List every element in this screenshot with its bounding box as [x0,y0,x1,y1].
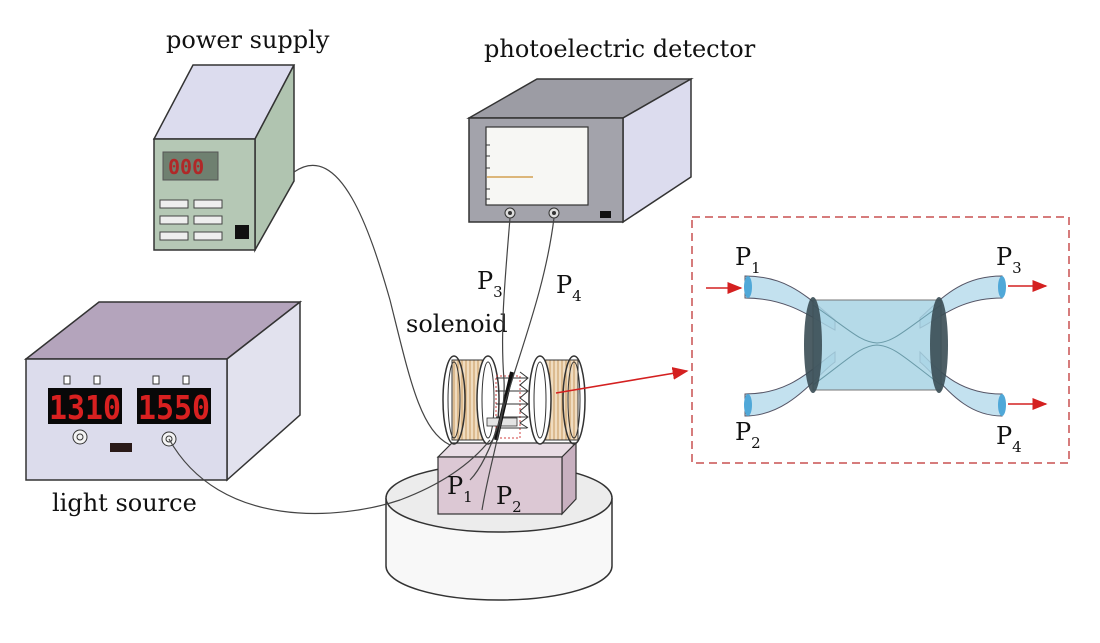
detector-switch[interactable] [600,211,611,218]
lens-right [930,297,948,393]
power-supply-button[interactable] [193,199,223,209]
wavelength-display-right [137,388,211,424]
power-supply-label: power supply [166,26,330,54]
photoelectric-detector-label: photoelectric detector [484,35,756,63]
label-p2: P2 [496,482,522,516]
indicator-led [152,375,160,385]
fiber-end-p3 [998,276,1006,298]
power-supply-button[interactable] [193,215,223,225]
fiber-p4 [469,217,555,481]
detector-screen-ticks [486,144,490,200]
cables [168,164,555,515]
power-supply-display [162,151,219,181]
power-supply-switch[interactable] [235,225,249,239]
block-front [437,456,563,515]
light-source-label: light source [52,489,197,517]
inset-label-p2: P2 [735,418,761,452]
power-supply: 000 [152,64,296,253]
label-p3: P3 [477,267,503,301]
indicator-led [63,375,71,385]
inset-label-p1: P1 [735,243,761,277]
port-labels-setup: P3 P4 P1 P2 [447,267,582,516]
label-p1: P1 [447,472,473,506]
mounting-block [436,441,578,516]
power-supply-buttons [159,199,223,241]
inset-label-p4: P4 [996,422,1022,456]
coupler-detail-inset: P1 P2 P3 P4 [691,216,1070,464]
lens-left [804,297,822,393]
indicator-led [182,375,190,385]
label-p4: P4 [556,271,582,305]
solenoid [442,355,586,445]
fiber-end-p1 [744,276,752,298]
output-port-left[interactable] [72,429,88,445]
wavelength-display-left [48,388,122,424]
power-supply-button[interactable] [159,215,189,225]
coupler-region [495,375,521,439]
power-supply-button[interactable] [159,199,189,209]
fiber-end-p4 [998,394,1006,416]
wavelength-value-left: 1310 [49,388,121,427]
power-supply-button[interactable] [159,231,189,241]
power-cable [293,164,451,446]
fiber-end-p2 [744,394,752,416]
power-supply-button[interactable] [193,231,223,241]
fiber-p1 [168,438,491,515]
power-supply-display-value: 000 [168,155,204,179]
zoom-pointer-arrow [555,367,689,394]
detector-screen [485,126,589,206]
indicator-led [93,375,101,385]
inset-label-p3: P3 [996,243,1022,277]
photoelectric-detector [466,77,694,224]
solenoid-label: solenoid [406,310,508,338]
light-source: 1310 1550 [23,300,303,482]
light-source-switch[interactable] [110,443,132,452]
fiber-p3 [481,217,511,511]
wavelength-value-right: 1550 [138,388,210,427]
